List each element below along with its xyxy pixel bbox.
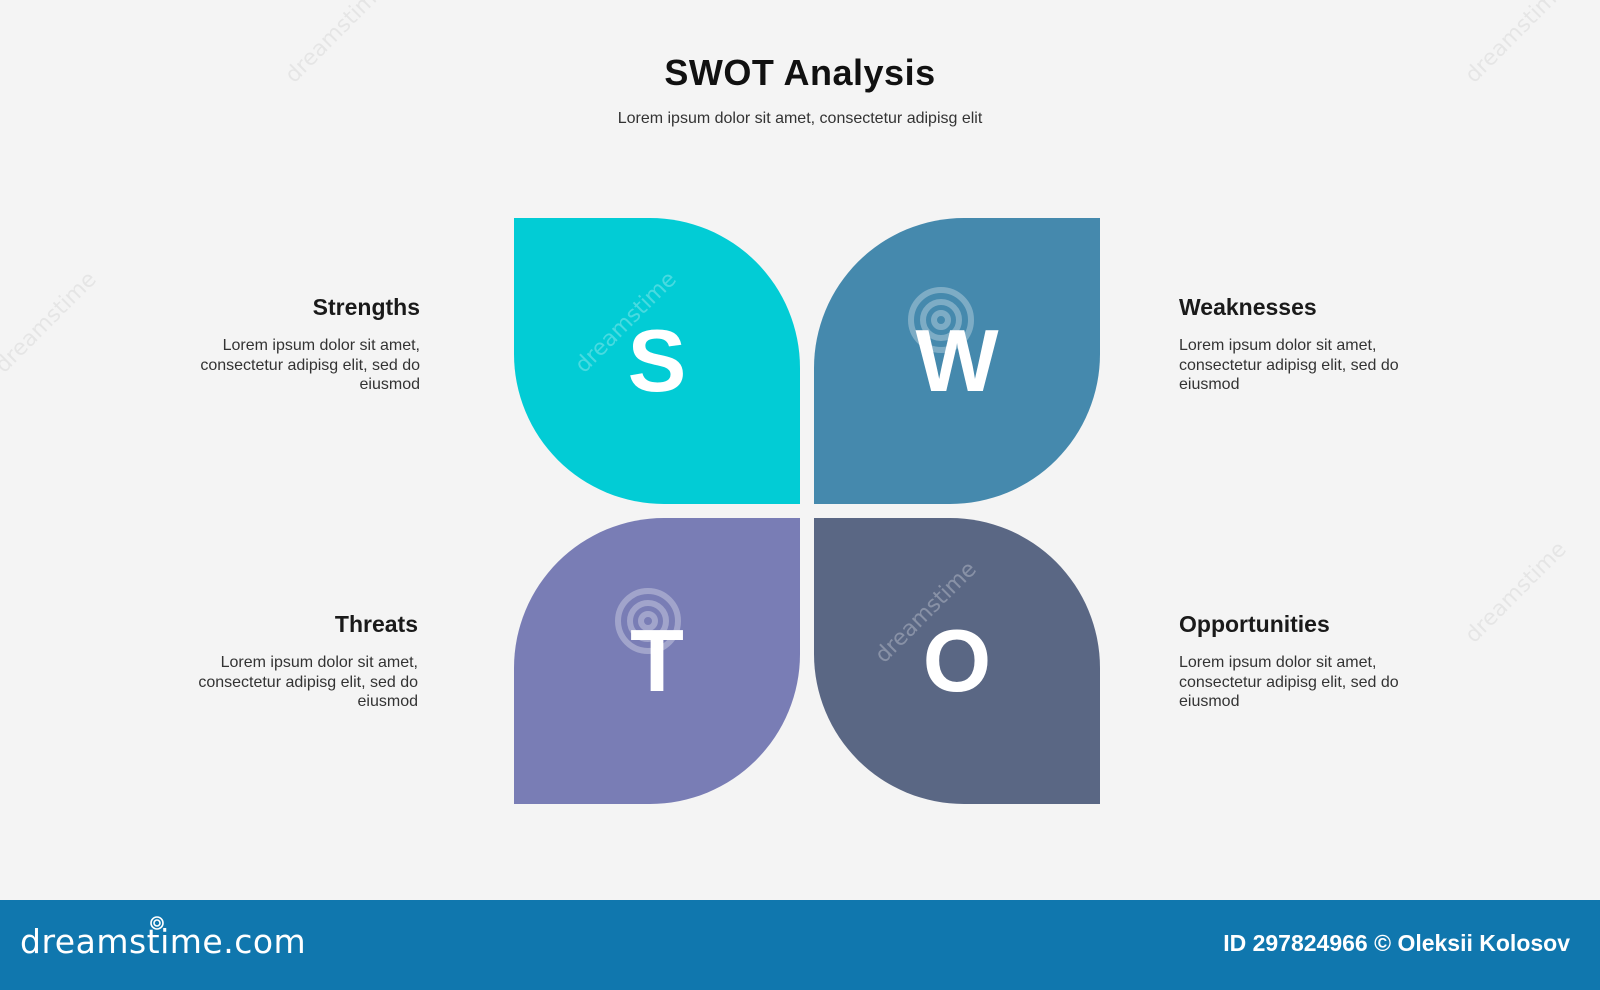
watermark-text: dreamstime	[0, 266, 102, 379]
petal-threats: T	[514, 518, 800, 804]
petal-strengths: S	[514, 218, 800, 504]
letter-s: S	[627, 311, 687, 410]
letter-w: W	[915, 311, 999, 410]
letter-t: T	[630, 611, 684, 710]
threats-text: Lorem ipsum dolor sit amet, consectetur …	[198, 654, 418, 711]
page-title: SWOT Analysis	[664, 52, 936, 93]
opportunities-title: Opportunities	[1179, 611, 1330, 637]
strengths-text: Lorem ipsum dolor sit amet, consectetur …	[200, 337, 420, 394]
strengths-block: Strengths Lorem ipsum dolor sit amet, co…	[170, 294, 420, 395]
petal-opportunities: O	[814, 518, 1100, 804]
threats-title: Threats	[334, 611, 418, 637]
brand-logo: dreamstime.com	[20, 922, 307, 961]
weaknesses-block: Weaknesses Lorem ipsum dolor sit amet, c…	[1179, 294, 1429, 395]
threats-block: Threats Lorem ipsum dolor sit amet, cons…	[168, 611, 418, 712]
petal-weaknesses: W	[814, 218, 1100, 504]
weaknesses-title: Weaknesses	[1179, 294, 1317, 320]
page-subtitle: Lorem ipsum dolor sit amet, consectetur …	[617, 110, 983, 127]
weaknesses-text: Lorem ipsum dolor sit amet, consectetur …	[1179, 337, 1399, 394]
letter-o: O	[922, 611, 992, 710]
slide-canvas: SWOT Analysis Lorem ipsum dolor sit amet…	[0, 0, 1572, 804]
opportunities-text: Lorem ipsum dolor sit amet, consectetur …	[1179, 654, 1399, 711]
opportunities-block: Opportunities Lorem ipsum dolor sit amet…	[1179, 611, 1429, 712]
watermark-text: dreamstime	[1460, 536, 1572, 649]
spiral-icon	[150, 916, 164, 930]
strengths-title: Strengths	[312, 294, 420, 320]
image-credit: ID 297824966 © Oleksii Kolosov	[1223, 930, 1570, 956]
footer-bar: dreamstime.com ID 297824966 © Oleksii Ko…	[0, 900, 1600, 990]
